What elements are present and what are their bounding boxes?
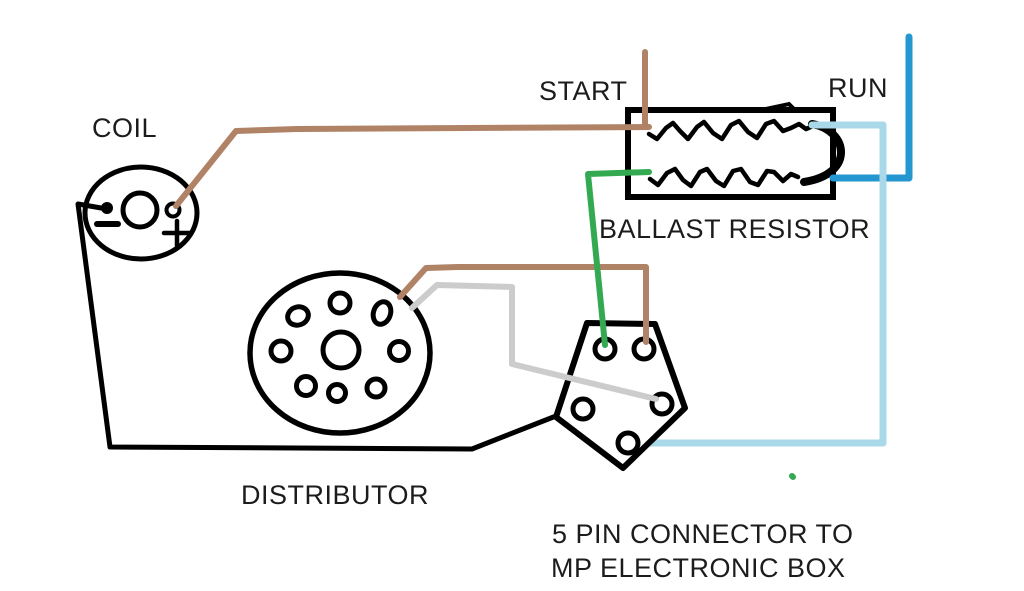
distributor-to-connector-brown-wire xyxy=(397,264,649,345)
coil-label: COIL xyxy=(92,113,157,143)
run-wire xyxy=(829,33,913,182)
distributor-center-hole xyxy=(320,329,362,371)
pin-mid-left xyxy=(570,396,596,422)
pin-bottom xyxy=(615,430,641,456)
wire-layer-under xyxy=(626,33,913,447)
run-label: RUN xyxy=(828,73,888,103)
distributor-holes xyxy=(268,290,411,404)
connector-label-line2: MP ELECTRONIC BOX xyxy=(551,553,846,583)
resistor-top-tick xyxy=(764,101,796,111)
resistor-element-top xyxy=(646,118,816,142)
resistor-element-bottom xyxy=(647,166,801,189)
resistor-to-connector-light-blue-wire xyxy=(626,121,887,447)
distributor-label: DISTRIBUTOR xyxy=(241,480,429,510)
ballast-resistor xyxy=(625,101,845,200)
wire-layer-over xyxy=(173,49,796,480)
diagram-labels: COIL START RUN BALLAST RESISTOR DISTRIBU… xyxy=(92,73,888,583)
connector-label-line1: 5 PIN CONNECTOR TO xyxy=(552,519,854,549)
coil xyxy=(82,164,200,262)
start-label: START xyxy=(539,76,628,106)
plus-sign xyxy=(161,218,193,249)
resistor-to-connector-green-wire xyxy=(585,169,652,348)
coil-center-tower xyxy=(120,190,160,230)
stray-green-dot xyxy=(789,473,796,480)
distributor-to-connector-gray-wire xyxy=(409,282,659,402)
distributor xyxy=(247,270,433,436)
coil-positive-wire xyxy=(173,124,652,209)
ballast-resistor-label: BALLAST RESISTOR xyxy=(599,214,870,244)
